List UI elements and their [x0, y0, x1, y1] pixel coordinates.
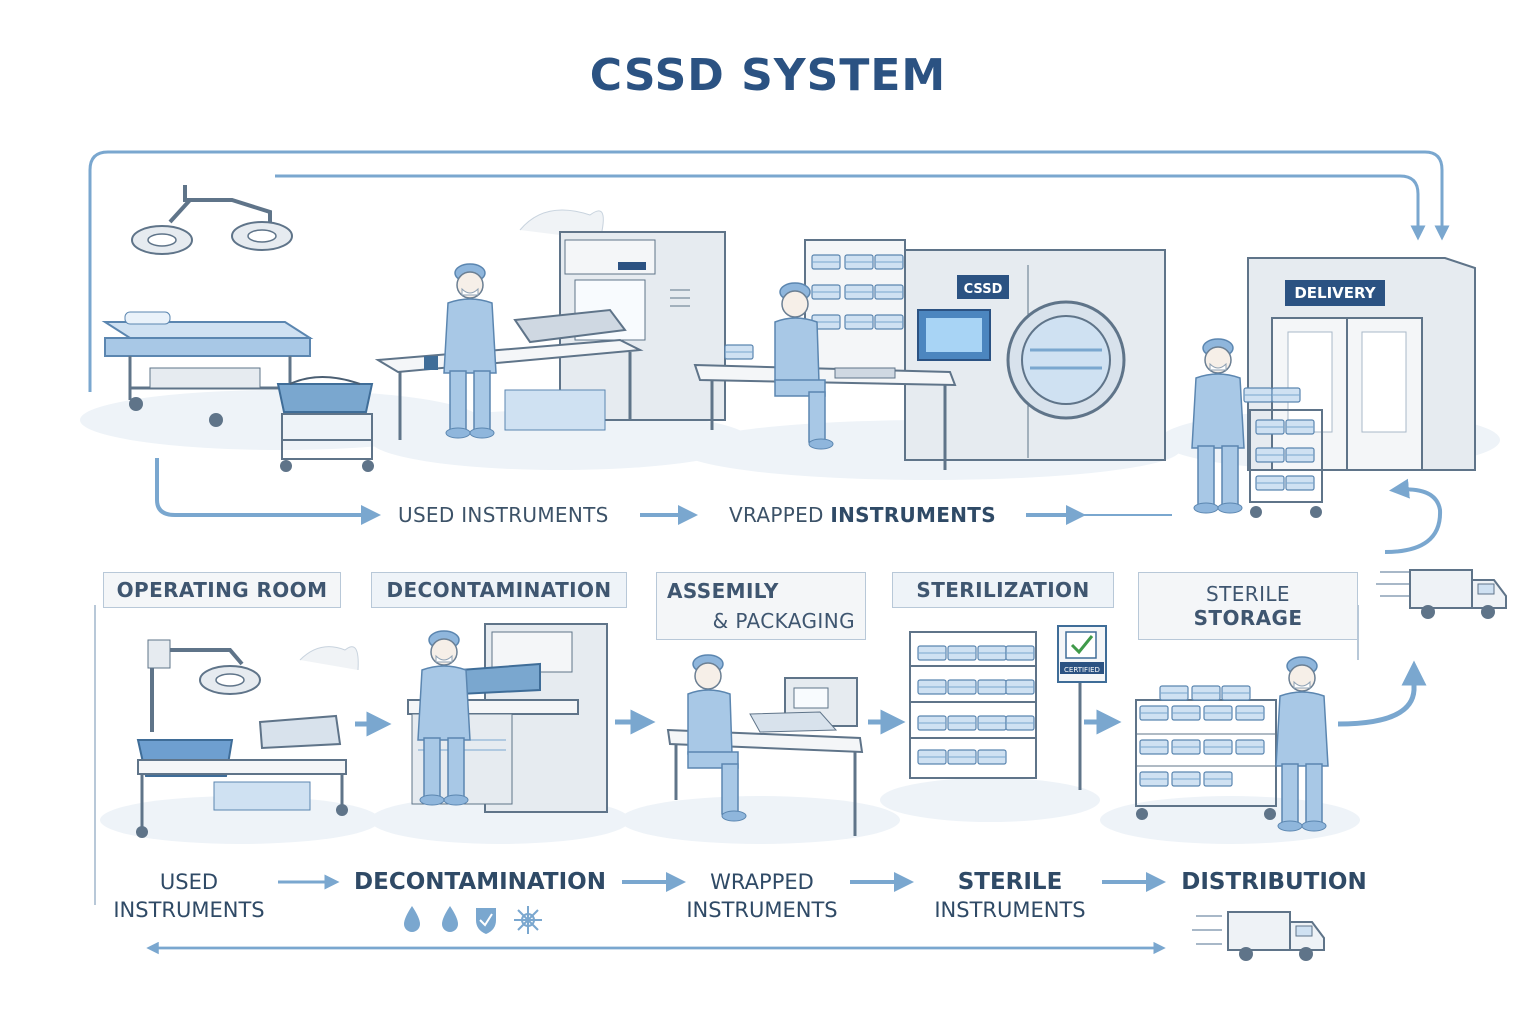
sterilizer-autoclave: CSSD [904, 249, 1166, 461]
page-title: CSSD SYSTEM [589, 50, 947, 101]
top-flow-arrows [155, 458, 1443, 554]
or-station [136, 639, 359, 838]
stage-label: DECONTAMINATION [386, 578, 612, 602]
flow-decontamination: DECONTAMINATION [345, 868, 615, 896]
top-delivery-truck [1376, 569, 1507, 620]
bottom-flow-arrows [146, 872, 1166, 955]
decon-table [374, 308, 644, 440]
stage-decontamination: DECONTAMINATION [371, 572, 627, 608]
surgical-lamp-icon [131, 185, 293, 255]
stage-label: OPERATING ROOM [116, 578, 328, 602]
delivery-sign: DELIVERY [1294, 284, 1376, 302]
instrument-bin-cart [276, 376, 374, 472]
flow-used-instruments: USED INSTRUMENTS [100, 868, 278, 924]
sterile-rack [909, 631, 1037, 779]
delivery-staff [1191, 338, 1245, 514]
packaging-desk [693, 344, 957, 470]
water-drop-icon [442, 906, 458, 932]
flow-label: INSTRUMENTS [113, 898, 265, 922]
stage-sterile-storage: STERILE STORAGE [1138, 572, 1358, 640]
stage-label: STORAGE [1193, 606, 1303, 630]
flow-distribution: DISTRIBUTION [1168, 868, 1380, 896]
machine-screen-label: CSSD [964, 282, 1003, 297]
packaging-shelf [804, 239, 906, 381]
flow-wrapped-instruments: WRAPPED INSTRUMENTS [670, 868, 854, 924]
flow-label: STERILE [957, 869, 1063, 895]
stage-assembly-packaging: ASSEMILY & PACKAGING [656, 572, 866, 640]
flow-label: DECONTAMINATION [354, 869, 606, 895]
stage-label: STERILIZATION [916, 578, 1090, 602]
stage-operating-room: OPERATING ROOM [103, 572, 341, 608]
virus-icon [514, 906, 542, 934]
shield-check-icon [476, 908, 496, 934]
checkmark-icon [1070, 635, 1094, 655]
flow-label: USED [159, 870, 219, 894]
washer-disinfector [519, 209, 726, 421]
flow-label: INSTRUMENTS [686, 898, 838, 922]
stage-label: STERILE [1206, 582, 1290, 606]
stage-label: ASSEMILY [667, 579, 779, 603]
top-flow-label-prefix: VRAPPED [729, 503, 824, 527]
return-loop-arrow [88, 150, 1450, 392]
delivery-door: DELIVERY [1247, 257, 1476, 471]
flow-label: DISTRIBUTION [1181, 869, 1367, 895]
delivery-truck-icon [1192, 911, 1325, 962]
top-flow-label-used: USED INSTRUMENTS [398, 503, 609, 527]
top-flow-label-wrapped: VRAPPED INSTRUMENTS [729, 503, 996, 527]
stage-arrows [355, 660, 1427, 737]
top-flow-label-suffix: INSTRUMENTS [830, 503, 996, 527]
flow-label: INSTRUMENTS [934, 898, 1086, 922]
water-drop-icon [404, 906, 420, 932]
stage-label: & PACKAGING [712, 609, 855, 633]
flow-label: WRAPPED [710, 870, 814, 894]
delivery-cart [1243, 387, 1323, 518]
flow-sterile-instruments: STERILE INSTRUMENTS [915, 868, 1105, 924]
stage-sterilization: STERILIZATION [892, 572, 1114, 608]
certified-sign: CERTIFIED [1057, 625, 1107, 790]
certified-tag: CERTIFIED [1064, 666, 1100, 674]
